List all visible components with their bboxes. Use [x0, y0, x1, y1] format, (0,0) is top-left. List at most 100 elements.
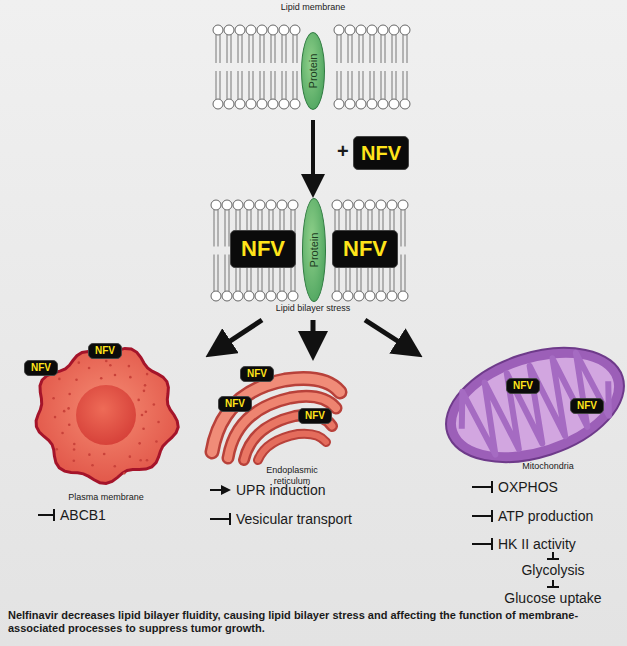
cell-speckle	[144, 384, 147, 387]
lipid-head	[376, 200, 386, 210]
lipid-head	[343, 200, 353, 210]
lipid-head	[246, 99, 256, 109]
lipid-stroke	[220, 35, 221, 63]
effect-label: Vesicular transport	[236, 511, 352, 527]
lipid-head	[246, 25, 256, 35]
lipid-head	[334, 25, 344, 35]
cell-speckle	[52, 397, 55, 400]
lipid-head	[235, 25, 245, 35]
cell-speckle	[63, 410, 66, 413]
cell-speckle	[139, 459, 142, 462]
lipid-head	[356, 25, 366, 35]
lipid-head	[345, 25, 355, 35]
lipid-stroke	[253, 35, 254, 63]
lipid-head	[387, 291, 397, 301]
drug-label: NFV	[577, 401, 597, 411]
cell-speckle	[157, 421, 160, 424]
lipid-stroke	[385, 35, 386, 63]
cell-speckle	[153, 403, 156, 406]
cell-speckle	[137, 399, 140, 402]
lipid-stroke	[271, 71, 272, 99]
drug-box: NFV	[332, 230, 398, 268]
lipid-head	[277, 200, 287, 210]
lipid-head	[389, 25, 399, 35]
lipid-stroke	[216, 71, 217, 99]
cell-speckle	[103, 453, 106, 456]
lipid-stroke	[403, 35, 404, 63]
effect-label: OXPHOS	[498, 479, 558, 495]
lipid-head	[222, 291, 232, 301]
cell-speckle	[67, 407, 70, 410]
cell-speckle	[138, 442, 141, 445]
lipid-head	[222, 200, 232, 210]
drug-box: NFV	[298, 408, 332, 424]
effect-label: Glycolysis	[521, 562, 584, 578]
cell-texture	[52, 360, 160, 475]
lipid-head	[356, 99, 366, 109]
lipid-head	[332, 291, 342, 301]
organelle-label: Plasma membrane	[68, 492, 144, 503]
plus-sign: +	[337, 140, 349, 162]
cell-speckle	[114, 465, 117, 468]
lipid-head	[211, 291, 221, 301]
lipid-stroke	[396, 35, 397, 63]
lipid-stroke	[337, 35, 338, 63]
lipid-stroke	[231, 71, 232, 99]
er-drawing	[212, 369, 340, 460]
cell-speckle	[91, 464, 94, 467]
arrow	[365, 320, 410, 349]
drug-box: NFV	[230, 230, 296, 268]
lipid-stroke	[405, 210, 406, 247]
lipid-stroke	[381, 71, 382, 99]
drug-label: NFV	[361, 143, 401, 163]
lipid-head	[255, 291, 265, 301]
lipid-head	[365, 200, 375, 210]
lipid-stroke	[242, 35, 243, 63]
lipid-bilayer	[211, 25, 410, 301]
lipid-head	[266, 291, 276, 301]
cell-speckle	[128, 365, 131, 368]
drug-box: NFV	[506, 378, 540, 394]
lipid-stroke	[352, 71, 353, 99]
lipid-stroke	[370, 71, 371, 99]
lipid-stroke	[374, 71, 375, 99]
lipid-head	[224, 99, 234, 109]
cell-speckle	[58, 378, 61, 381]
cell-speckle	[142, 427, 145, 430]
cell-speckle	[68, 423, 71, 426]
lipid-stroke	[401, 255, 402, 292]
lipid-stroke	[275, 35, 276, 63]
cell-speckle	[123, 472, 126, 475]
drug-label: NFV	[31, 363, 51, 373]
cell-speckle	[141, 414, 144, 417]
mitochondrion-drawing	[431, 327, 627, 483]
lipid-stroke	[385, 71, 386, 99]
lipid-stroke	[253, 71, 254, 99]
lipid-head	[211, 200, 221, 210]
cell-speckle	[61, 432, 64, 435]
lipid-stroke	[264, 35, 265, 63]
lipid-stroke	[381, 35, 382, 63]
drug-label: NFV	[305, 411, 325, 421]
drug-label: NFV	[343, 238, 387, 260]
lipid-stroke	[405, 255, 406, 292]
lipid-stroke	[286, 35, 287, 63]
lipid-head	[290, 25, 300, 35]
lipid-head	[354, 200, 364, 210]
lipid-stroke	[214, 255, 215, 292]
lipid-head	[398, 291, 408, 301]
lipid-stroke	[359, 35, 360, 63]
lipid-stroke	[260, 35, 261, 63]
lipid-head	[387, 200, 397, 210]
lipid-stroke	[341, 71, 342, 99]
drug-box: NFV	[218, 396, 252, 412]
cell-speckle	[55, 448, 58, 451]
cell-speckle	[54, 416, 57, 419]
cell-speckle	[75, 378, 78, 381]
effect-label: ABCB1	[60, 507, 106, 523]
lipid-stroke	[348, 71, 349, 99]
lipid-head	[378, 99, 388, 109]
lipid-head	[398, 200, 408, 210]
lipid-stroke	[249, 35, 250, 63]
lipid-stroke	[293, 35, 294, 63]
